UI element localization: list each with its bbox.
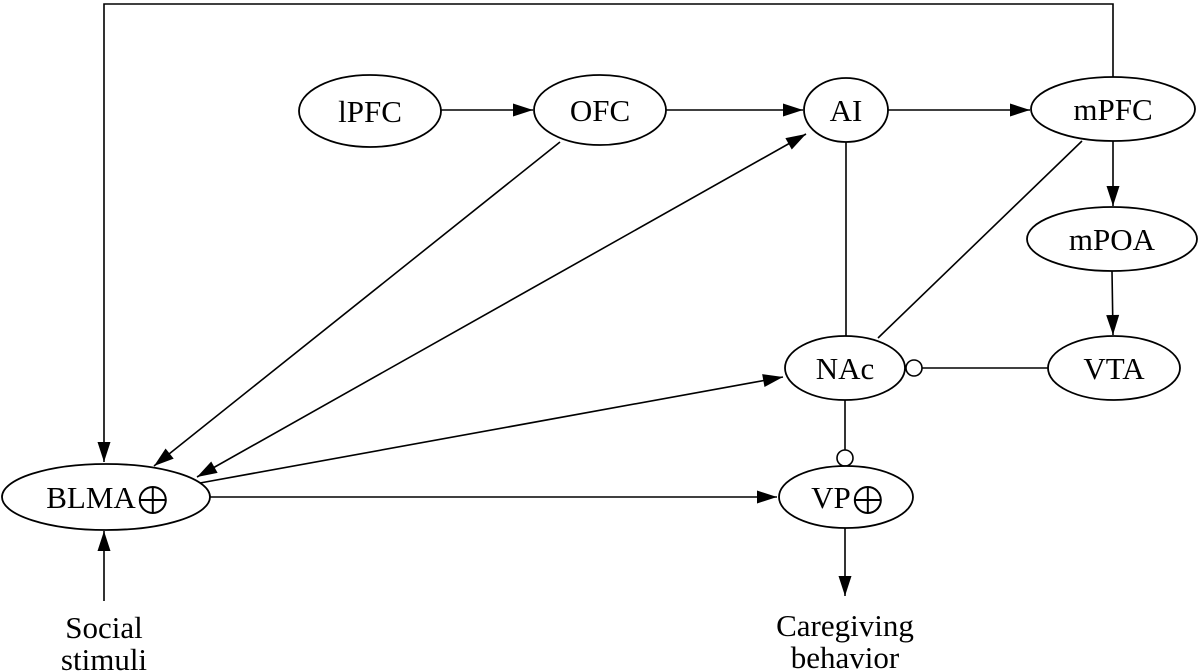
arrowhead-icon — [97, 442, 111, 462]
circle-terminal-icon — [836, 449, 854, 467]
node-label: mPOA — [1069, 222, 1156, 257]
arrowhead-icon — [785, 134, 806, 150]
edge-blma-to-vp — [210, 490, 777, 504]
node-label: OFC — [570, 93, 630, 128]
edge-ofc-to-ai — [666, 103, 803, 117]
oplus-icon — [138, 486, 167, 514]
arrowhead-icon — [783, 103, 803, 117]
node-vta: VTA — [1047, 335, 1181, 401]
node-label: VP — [811, 480, 851, 515]
node-ellipse — [1047, 335, 1181, 401]
edge-blma-to-nac — [199, 374, 784, 484]
arrowhead-icon — [1106, 314, 1120, 335]
edge-ai-to-mpfc — [888, 103, 1030, 117]
edge-line — [103, 3, 1114, 462]
edge-lpfc-to-ofc — [441, 103, 533, 117]
node-label: BLMA — [46, 480, 136, 515]
edge-mpfc-to-mpoa — [1106, 141, 1120, 206]
edge-line — [196, 133, 807, 478]
edge-vp-to-caregiving — [838, 528, 852, 596]
arrowhead-icon — [757, 490, 777, 504]
arrowhead-icon — [154, 448, 174, 466]
node-ellipse — [1030, 76, 1196, 142]
label-line: Social — [65, 610, 143, 645]
arrowhead-icon — [513, 103, 533, 117]
node-label: mPFC — [1073, 92, 1152, 127]
node-ellipse — [784, 335, 906, 401]
arrowhead-icon — [97, 531, 111, 551]
circle-terminal-icon — [905, 359, 923, 377]
node-mpoa: mPOA — [1026, 206, 1198, 272]
edge-line — [877, 140, 1083, 339]
node-ellipse — [778, 465, 914, 529]
edge-nac-to-vp — [836, 400, 854, 467]
arrowhead-icon — [838, 576, 852, 596]
node-ofc: OFC — [533, 74, 667, 146]
edge-mpfc-to-blma-top-route — [97, 3, 1114, 462]
arrowhead-icon — [1010, 103, 1030, 117]
node-blma: BLMA — [1, 463, 211, 531]
node-ellipse — [803, 77, 889, 143]
node-mpfc: mPFC — [1030, 76, 1196, 142]
node-ai: AI — [803, 77, 889, 143]
edge-vta-to-nac — [905, 359, 1048, 377]
edge-mpoa-to-vta — [1106, 270, 1120, 336]
oplus-icon — [853, 486, 882, 514]
edge-social-to-blma — [97, 531, 111, 601]
node-label: VTA — [1083, 351, 1145, 386]
edge-nac-to-mpfc-link — [877, 140, 1083, 339]
node-label: lPFC — [338, 94, 402, 129]
node-label: NAc — [816, 351, 875, 386]
arrowhead-icon — [762, 374, 783, 387]
edge-ai-blma-bidirectional — [196, 133, 807, 478]
node-ellipse — [298, 74, 442, 148]
edge-line — [153, 141, 561, 467]
label-line: Caregiving — [776, 608, 914, 643]
arrowhead-icon — [1106, 186, 1120, 206]
label-line: behavior — [791, 640, 900, 672]
node-label: AI — [830, 93, 863, 128]
arrowhead-icon — [197, 461, 218, 477]
edge-ofc-to-blma — [153, 141, 561, 467]
node-nac: NAc — [784, 335, 906, 401]
edge-line — [199, 376, 784, 484]
node-ellipse — [1, 463, 211, 531]
label-line: stimuli — [61, 642, 148, 672]
node-vp: VP — [778, 465, 914, 529]
node-ellipse — [1026, 206, 1198, 272]
node-ellipse — [533, 74, 667, 146]
node-lpfc: lPFC — [298, 74, 442, 148]
